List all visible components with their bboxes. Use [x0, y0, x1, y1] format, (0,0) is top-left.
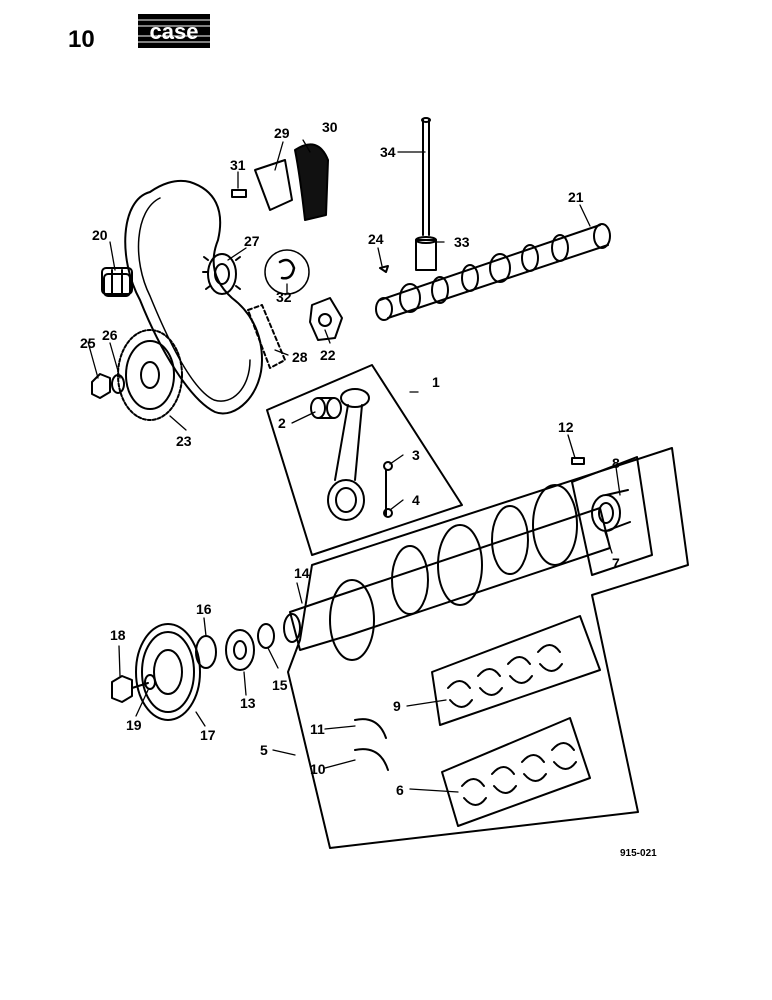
callout-27: 27 — [244, 233, 260, 249]
case-logo: case — [138, 14, 210, 48]
callout-22: 22 — [320, 347, 336, 363]
callout-30: 30 — [322, 119, 338, 135]
svg-text:case: case — [150, 19, 199, 44]
leader-lines — [87, 139, 621, 793]
pin — [231, 189, 247, 198]
thrust-washer-upper — [354, 718, 387, 739]
circlip-callout-circle — [264, 249, 310, 295]
pulley-washer — [195, 635, 217, 669]
callout-labels: 1 2 3 4 5 6 7 8 9 10 11 12 13 14 15 16 1… — [80, 119, 620, 798]
callout-34: 34 — [380, 144, 396, 160]
callout-20: 20 — [92, 227, 108, 243]
callout-31: 31 — [230, 157, 246, 173]
crankshaft-sprocket — [117, 329, 183, 421]
connecting-rod-group-box — [266, 364, 463, 556]
chain-block — [101, 267, 133, 297]
chain-tensioner — [254, 159, 293, 211]
callout-14: 14 — [294, 565, 310, 581]
chain-guide — [294, 143, 329, 221]
callout-16: 16 — [196, 601, 212, 617]
callout-19: 19 — [126, 717, 142, 733]
o-ring — [257, 623, 275, 649]
nut-washer — [91, 373, 125, 399]
callout-10: 10 — [310, 761, 326, 777]
key-small — [571, 457, 585, 465]
crank-gear — [225, 629, 255, 671]
callout-4: 4 — [412, 492, 420, 508]
gasket — [309, 297, 343, 341]
main-bearings-upper — [447, 644, 563, 708]
chain-section — [247, 304, 286, 369]
bush — [310, 397, 342, 419]
crankshaft-pulley — [135, 623, 201, 721]
tappet — [415, 236, 437, 271]
con-rod-bearings — [461, 742, 577, 806]
callout-18: 18 — [110, 627, 126, 643]
thrust-washer-lower — [354, 748, 389, 771]
callout-15: 15 — [272, 677, 288, 693]
callout-2: 2 — [278, 415, 286, 431]
camshaft — [375, 223, 611, 321]
callout-28: 28 — [292, 349, 308, 365]
callout-7: 7 — [612, 555, 620, 571]
bolt-washer — [144, 674, 156, 690]
callout-29: 29 — [274, 125, 290, 141]
callout-8: 8 — [612, 455, 620, 471]
lower-bearings-box — [441, 717, 591, 827]
connecting-rod — [327, 388, 370, 521]
page-number: 10 — [68, 26, 95, 53]
key — [379, 265, 389, 273]
callout-13: 13 — [240, 695, 256, 711]
push-rod — [421, 117, 431, 236]
callout-25: 25 — [80, 335, 96, 351]
bushing-group-box — [571, 456, 653, 576]
callout-1: 1 — [432, 374, 440, 390]
idler-gear — [202, 253, 241, 295]
callout-24: 24 — [368, 231, 384, 247]
bushing — [591, 489, 631, 532]
callout-33: 33 — [454, 234, 470, 250]
callout-17: 17 — [200, 727, 216, 743]
rod-bolt-nut — [383, 461, 393, 518]
callout-11: 11 — [310, 721, 325, 737]
callout-9: 9 — [393, 698, 401, 714]
callout-6: 6 — [396, 782, 404, 798]
crankshaft-group-box — [287, 447, 689, 849]
callout-32: 32 — [276, 289, 292, 305]
crankshaft — [283, 484, 611, 661]
callout-23: 23 — [176, 433, 192, 449]
upper-bearings-box — [431, 615, 601, 726]
timing-chain — [124, 179, 263, 415]
figure-reference: 915-021 — [620, 848, 657, 859]
callout-12: 12 — [558, 419, 574, 435]
callout-21: 21 — [568, 189, 584, 205]
callout-5: 5 — [260, 742, 268, 758]
callout-26: 26 — [102, 327, 118, 343]
callout-3: 3 — [412, 447, 420, 463]
